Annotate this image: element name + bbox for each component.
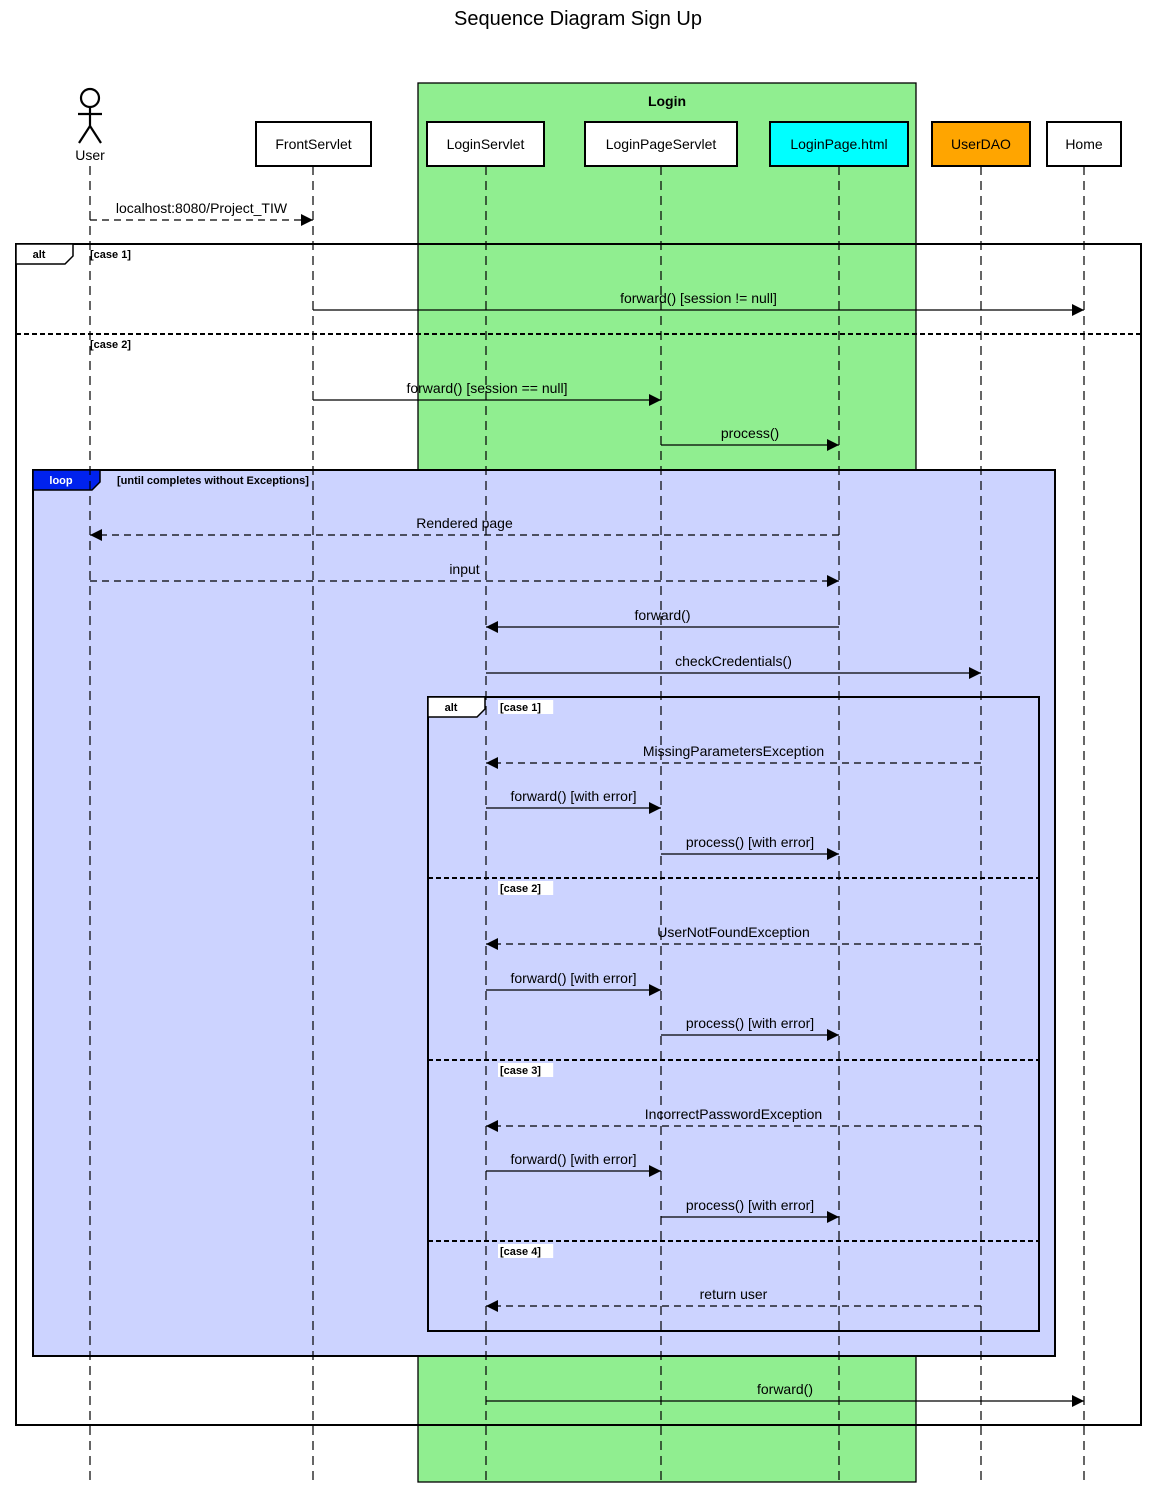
fragment-loop: loop [until completes without Exceptions] bbox=[32, 469, 1056, 1357]
fragment-tag bbox=[15, 243, 74, 265]
message: MissingParametersException bbox=[486, 743, 981, 769]
message-label: forward() [with error] bbox=[510, 970, 636, 986]
participant-box bbox=[1046, 121, 1122, 167]
condition-bg bbox=[498, 700, 554, 714]
message-label: Rendered page bbox=[416, 515, 513, 531]
participant-label: LoginServlet bbox=[447, 136, 525, 152]
participant-box bbox=[584, 121, 738, 167]
message-label: process() [with error] bbox=[686, 1015, 814, 1031]
participant-front: FrontServlet bbox=[255, 121, 372, 167]
condition-bg bbox=[498, 1063, 554, 1077]
fragment-condition: [case 1] bbox=[500, 702, 541, 714]
fragment-condition: [case 3] bbox=[500, 1065, 541, 1077]
participant-box bbox=[769, 121, 909, 167]
fragment-operator: alt bbox=[33, 249, 46, 261]
message: process() [with error] bbox=[661, 1197, 839, 1223]
fragment-tag bbox=[32, 469, 101, 491]
message: localhost:8080/Project_TIW bbox=[90, 200, 313, 226]
messages: localhost:8080/Project_TIW forward() [ses… bbox=[90, 200, 1084, 1407]
fragment-frame bbox=[15, 243, 1142, 1426]
message-label: forward() [session != null] bbox=[620, 290, 777, 306]
participant-label: User bbox=[75, 147, 105, 163]
participant-userDao: UserDAO bbox=[931, 121, 1031, 167]
diagram-title: Sequence Diagram Sign Up bbox=[454, 8, 702, 30]
message: UserNotFoundException bbox=[486, 924, 981, 950]
fragment-operator: loop bbox=[49, 475, 72, 487]
message-label: process() [with error] bbox=[686, 834, 814, 850]
actor-icon bbox=[78, 87, 102, 144]
fragment-condition: [until completes without Exceptions] bbox=[117, 475, 309, 487]
message-label: input bbox=[449, 561, 479, 577]
message: forward() bbox=[486, 607, 839, 633]
message-label: IncorrectPasswordException bbox=[645, 1106, 822, 1122]
message-label: UserNotFoundException bbox=[657, 924, 810, 940]
message: forward() [session != null] bbox=[313, 290, 1084, 316]
fragment-outer-alt: alt [case 1] [case 2] bbox=[15, 243, 1142, 1426]
message-label: forward() [session == null] bbox=[406, 380, 567, 396]
message: forward() [with error] bbox=[486, 788, 661, 814]
message: forward() [session == null] bbox=[313, 380, 661, 406]
message: Rendered page bbox=[90, 515, 839, 541]
message-label: process() bbox=[721, 425, 779, 441]
message-label: forward() [with error] bbox=[510, 1151, 636, 1167]
message-label: MissingParametersException bbox=[643, 743, 824, 759]
fragment-condition: [case 4] bbox=[500, 1246, 541, 1258]
participant-label: Home bbox=[1065, 136, 1103, 152]
fragment-condition: [case 1] bbox=[90, 249, 131, 261]
message: input bbox=[90, 561, 839, 587]
login-group-label: Login bbox=[648, 93, 686, 109]
message: forward() bbox=[486, 1381, 1084, 1407]
participant-box bbox=[426, 121, 545, 167]
fragment-inner-alt: alt [case 1] [case 2] [case 3] [case 4] bbox=[427, 696, 1040, 1332]
message-label: return user bbox=[700, 1286, 768, 1302]
message-label: forward() bbox=[757, 1381, 813, 1397]
message-label: checkCredentials() bbox=[675, 653, 792, 669]
message: forward() [with error] bbox=[486, 970, 661, 996]
message-label: forward() bbox=[634, 607, 690, 623]
participant-label: UserDAO bbox=[951, 136, 1011, 152]
condition-bg bbox=[498, 1244, 554, 1258]
fragment-frame bbox=[427, 696, 1040, 1332]
lifelines bbox=[89, 166, 1085, 1482]
message: process() [with error] bbox=[661, 834, 839, 860]
participant-user: User bbox=[75, 87, 105, 163]
participant-box bbox=[255, 121, 372, 167]
participant-loginPageServlet: LoginPageServlet bbox=[584, 121, 738, 167]
combined-fragments: alt [case 1] [case 2] loop [until completes … bbox=[15, 243, 1142, 1426]
message: process() bbox=[661, 425, 839, 451]
participant-loginPage: LoginPage.html bbox=[769, 121, 909, 167]
message-label: localhost:8080/Project_TIW bbox=[116, 200, 288, 216]
message: forward() [with error] bbox=[486, 1151, 661, 1177]
participant-box bbox=[931, 121, 1031, 167]
message-label: process() [with error] bbox=[686, 1197, 814, 1213]
participants: User FrontServlet LoginServlet LoginPageSer… bbox=[75, 87, 1122, 167]
fragment-frame bbox=[32, 469, 1056, 1357]
fragment-condition: [case 2] bbox=[90, 339, 131, 351]
fragment-condition: [case 2] bbox=[500, 883, 541, 895]
participant-home: Home bbox=[1046, 121, 1122, 167]
message: IncorrectPasswordException bbox=[486, 1106, 981, 1132]
message: return user bbox=[486, 1286, 981, 1312]
message: process() [with error] bbox=[661, 1015, 839, 1041]
participant-loginServlet: LoginServlet bbox=[426, 121, 545, 167]
participant-label: FrontServlet bbox=[275, 136, 351, 152]
message: checkCredentials() bbox=[486, 653, 981, 679]
participant-label: LoginPage.html bbox=[790, 136, 887, 152]
fragment-tag bbox=[427, 696, 486, 718]
participant-label: LoginPageServlet bbox=[606, 136, 717, 152]
fragment-operator: alt bbox=[445, 702, 458, 714]
condition-bg bbox=[498, 881, 554, 895]
message-label: forward() [with error] bbox=[510, 788, 636, 804]
